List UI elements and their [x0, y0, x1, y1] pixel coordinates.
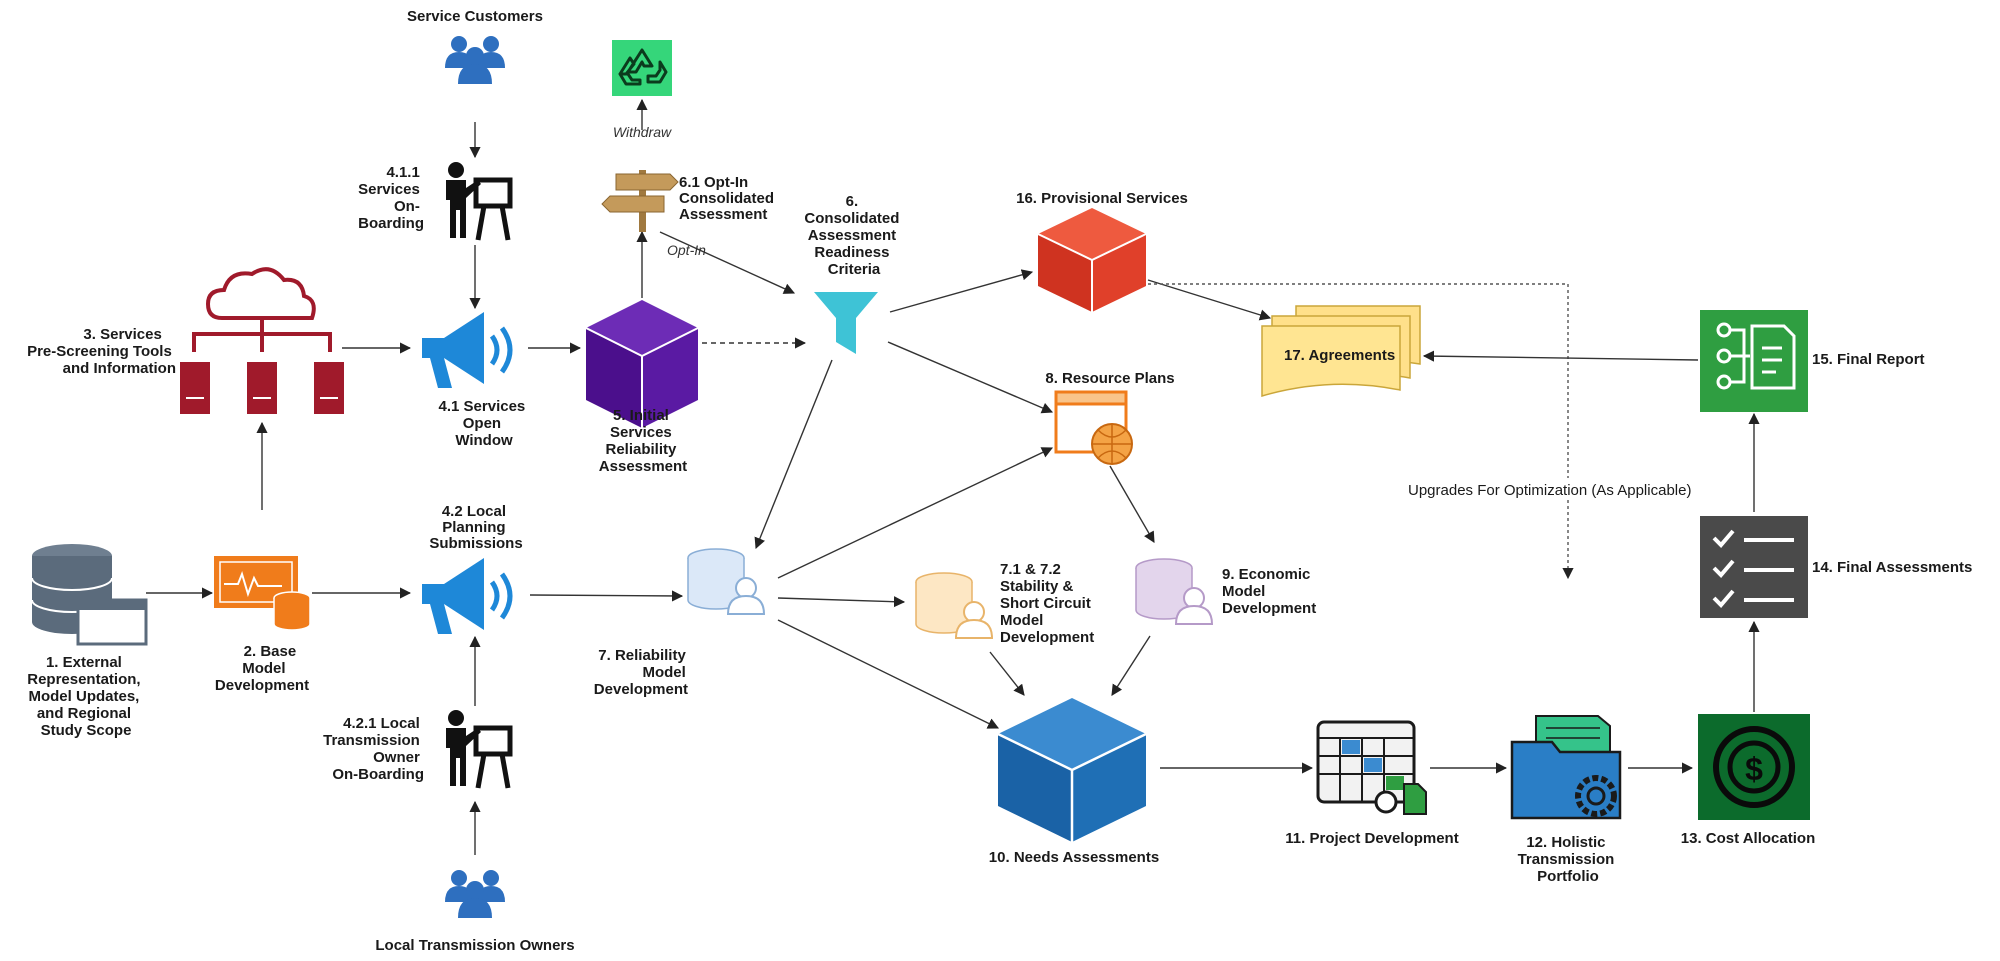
opt-in-label: 6.1 Opt-In Consolidated Assessment [679, 174, 778, 223]
edge-reliability-stability [777, 596, 906, 608]
service-customers-label: Service Customers [407, 8, 543, 25]
readiness-node: 6. Consolidated Assessment Readiness Cri… [804, 193, 903, 354]
cost-allocation-label: 13. Cost Allocation [1681, 830, 1815, 847]
local-planning-node: 4.2 Local Planning Submissions [422, 503, 523, 634]
base-model-node: 2. Base Model Development [214, 556, 311, 694]
people-icon [445, 36, 505, 84]
base-model-label: 2. Base Model Development [215, 643, 309, 694]
needs-label: 10. Needs Assessments [989, 849, 1159, 866]
economic-model-label: 9. Economic Model Development [1222, 566, 1316, 617]
presenter-icon [446, 710, 510, 788]
database-user-icon [915, 572, 993, 639]
resource-plans-node: 8. Resource Plans [1045, 370, 1175, 465]
edge-optin-readiness [659, 231, 796, 294]
browser-globe-icon [1054, 390, 1133, 465]
edge-local-planning-reliability [529, 590, 684, 602]
opt-in-edge-label: Opt-In [667, 242, 706, 258]
provisional-label: 16. Provisional Services [1016, 190, 1188, 207]
readiness-label: 6. Consolidated Assessment Readiness Cri… [804, 193, 903, 278]
external-rep-node: 1. External Representation, Model Update… [27, 544, 148, 739]
folder-gear-icon [1510, 715, 1622, 820]
agreements-label: 17. Agreements [1284, 347, 1395, 364]
edge-resource-economic [1109, 465, 1155, 543]
upgrades-label: Upgrades For Optimization (As Applicable… [1408, 482, 1691, 499]
people-icon [445, 870, 505, 918]
open-window-label: 4.1 Services Open Window [439, 398, 530, 449]
external-rep-label: 1. External Representation, Model Update… [27, 654, 145, 739]
edge-provisional-portfolio [1148, 283, 1574, 580]
spreadsheet-gear-icon [1316, 720, 1427, 815]
final-report-label: 15. Final Report [1812, 351, 1925, 368]
cube-icon [585, 300, 699, 428]
checklist-icon [1700, 516, 1808, 618]
cube-icon [1037, 208, 1147, 312]
open-window-node: 4.1 Services Open Window [422, 312, 530, 449]
needs-node: 10. Needs Assessments [989, 698, 1159, 866]
recycle-icon [612, 40, 672, 96]
withdraw-target-node: Withdraw [612, 40, 672, 140]
final-report-node: 15. Final Report [1700, 310, 1925, 412]
edge-readiness-provisional [889, 269, 1034, 313]
resource-plans-label: 8. Resource Plans [1045, 370, 1174, 387]
edges [146, 98, 1760, 855]
monitor-database-icon [214, 556, 311, 631]
edge-reliability-needs [777, 619, 1000, 729]
documents-icon [1261, 305, 1421, 398]
edge-provisional-agreements [1147, 279, 1272, 321]
upgrades-annotation: Upgrades For Optimization (As Applicable… [1404, 478, 1732, 500]
database-user-icon [1135, 558, 1213, 625]
edge-stability-needs [989, 651, 1025, 696]
pre-screening-label: 3. Services Pre-Screening Tools and Info… [27, 326, 176, 377]
database-user-icon [687, 548, 765, 615]
edge-economic-needs [1111, 635, 1151, 696]
project-dev-label: 11. Project Development [1285, 830, 1458, 847]
portfolio-node: 12. Holistic Transmission Portfolio [1510, 715, 1622, 885]
economic-model-node: 9. Economic Model Development [1135, 558, 1316, 625]
edge-report-agreements [1422, 350, 1699, 362]
services-onboarding-node: 4.1.1 Services On- Boarding [358, 162, 510, 240]
presenter-icon [446, 162, 510, 240]
local-planning-label: 4.2 Local Planning Submissions [429, 503, 522, 552]
cube-icon [997, 698, 1147, 842]
initial-services-node: 5. Initial Services Reliability Assessme… [585, 300, 699, 475]
funnel-icon [814, 292, 878, 354]
opt-in-node: 6.1 Opt-In Consolidated Assessment Opt-I… [601, 170, 778, 258]
local-owners-node: Local Transmission Owners [375, 870, 575, 954]
pre-screening-node: 3. Services Pre-Screening Tools and Info… [27, 267, 344, 414]
local-onboarding-label: 4.2.1 Local Transmission Owner On-Boardi… [323, 715, 424, 783]
megaphone-icon [422, 312, 510, 388]
edge-reliability-resource-plans [777, 447, 1054, 579]
service-customers-node: Service Customers [407, 8, 543, 84]
edge-readiness-resource-plans [887, 341, 1054, 414]
portfolio-label: 12. Holistic Transmission Portfolio [1518, 834, 1619, 885]
edge-readiness-reliability [754, 359, 833, 550]
agreements-node: 17. Agreements [1261, 305, 1421, 398]
database-window-icon [31, 544, 148, 646]
stability-model-node: 7.1 & 7.2 Stability & Short Circuit Mode… [915, 561, 1095, 646]
local-onboarding-node: 4.2.1 Local Transmission Owner On-Boardi… [323, 710, 510, 788]
local-owners-label: Local Transmission Owners [375, 937, 574, 954]
stability-model-label: 7.1 & 7.2 Stability & Short Circuit Mode… [1000, 561, 1095, 646]
dollar-glyph: $ [1745, 751, 1763, 787]
project-dev-node: 11. Project Development [1285, 720, 1459, 847]
reliability-model-node: 7. Reliability Model Development [594, 548, 765, 698]
withdraw-label: Withdraw [613, 124, 672, 140]
final-assessments-node: 14. Final Assessments [1700, 516, 1972, 618]
final-assessments-label: 14. Final Assessments [1812, 559, 1972, 576]
provisional-node: 16. Provisional Services [1016, 190, 1188, 312]
services-onboarding-label: 4.1.1 Services On- Boarding [358, 164, 424, 232]
dollar-icon: $ [1698, 714, 1810, 820]
cost-allocation-node: $ 13. Cost Allocation [1681, 714, 1815, 847]
reliability-model-label: 7. Reliability Model Development [594, 647, 690, 698]
report-icon [1700, 310, 1808, 412]
signpost-icon [601, 170, 679, 232]
cloud-server-icon [180, 267, 344, 414]
megaphone-icon [422, 558, 510, 634]
initial-services-label: 5. Initial Services Reliability Assessme… [599, 407, 687, 475]
